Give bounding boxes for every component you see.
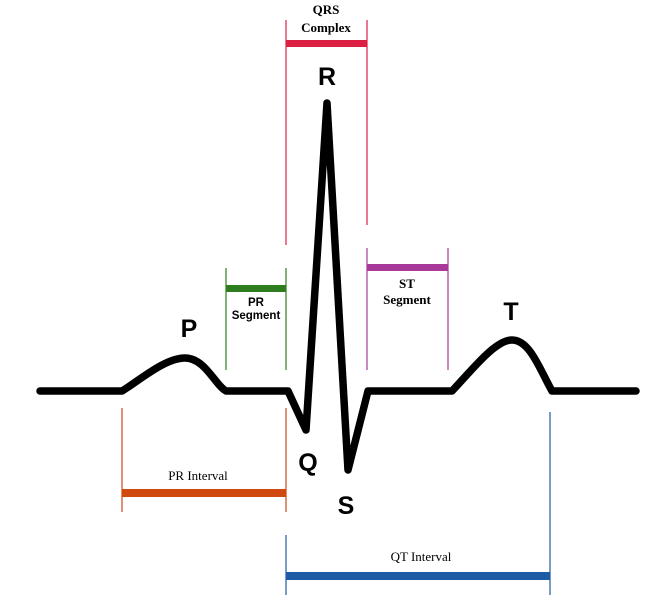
pr-interval-label: PR Interval: [168, 468, 228, 483]
t-wave-label: T: [503, 298, 518, 326]
q-wave-label: Q: [298, 449, 317, 477]
st-segment-label-line1: ST: [399, 276, 415, 291]
st-segment-label-line2: Segment: [383, 292, 431, 307]
s-wave-label: S: [338, 492, 355, 520]
pr-segment-marker: [225, 268, 287, 370]
pr-segment-label-line1: PR: [248, 297, 265, 309]
qrs-complex-marker: [285, 20, 368, 245]
pr-segment-label-line2: Segment: [232, 310, 281, 322]
ecg-trace: [36, 99, 640, 474]
p-wave-label: P: [181, 315, 198, 343]
pr-interval-marker: [121, 408, 287, 512]
qrs-complex-label-line1: QRS: [313, 2, 340, 17]
r-wave-label: R: [318, 63, 336, 91]
qrs-complex-label-line2: Complex: [301, 20, 351, 35]
st-segment-marker: [366, 248, 449, 370]
qt-interval-marker: [285, 412, 551, 595]
qt-interval-label: QT Interval: [391, 549, 452, 564]
